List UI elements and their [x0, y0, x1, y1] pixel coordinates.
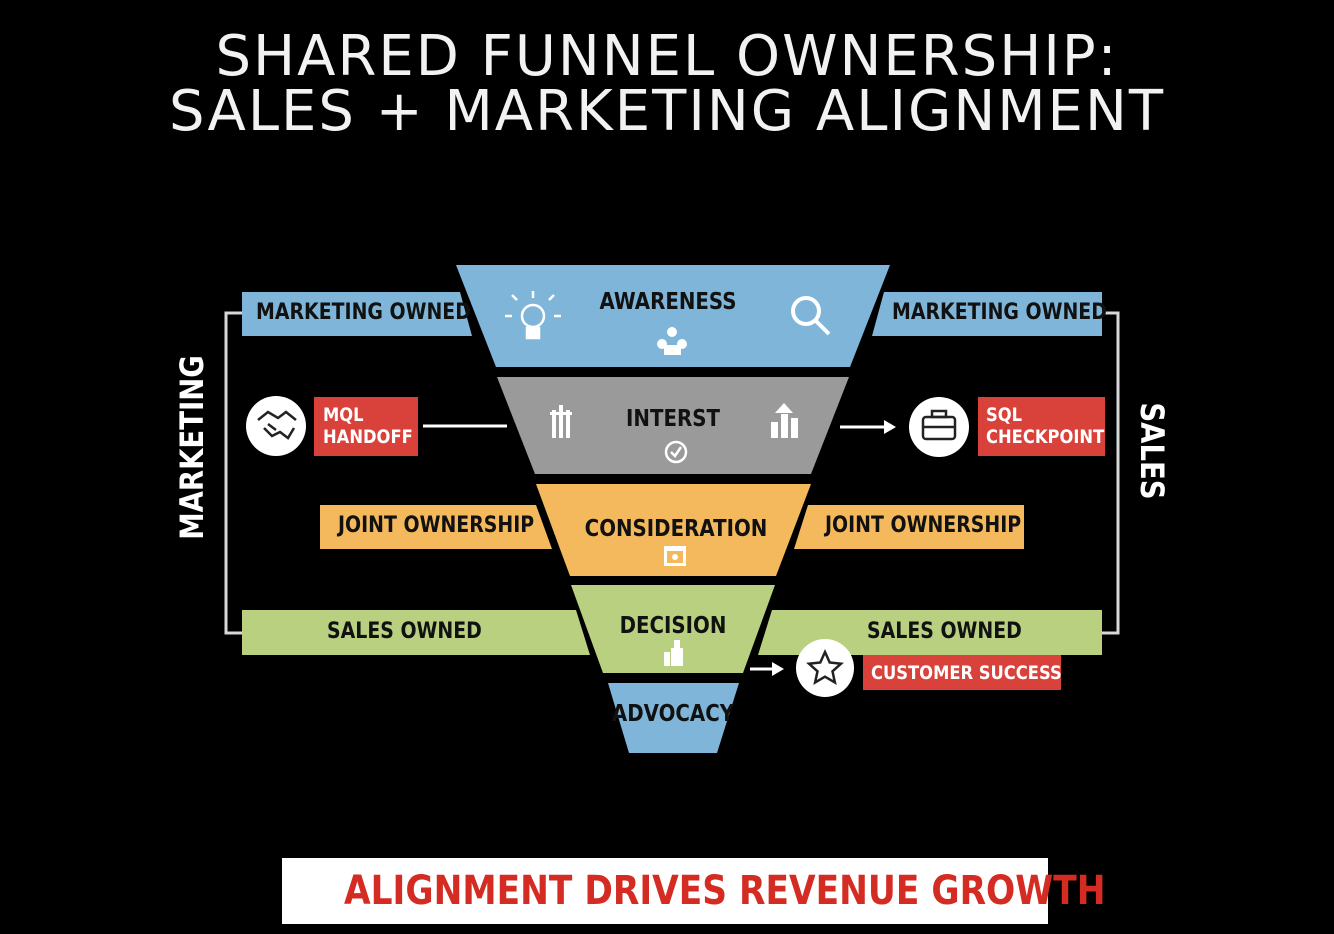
sales-owned-label-left: SALES OWNED: [327, 619, 482, 644]
star-icon: [806, 648, 844, 686]
lightbulb-icon: [505, 291, 561, 340]
handshake-icon-circle: [246, 396, 306, 456]
marketing-bracket: [224, 311, 242, 635]
stage-label-decision: DECISION: [619, 613, 727, 639]
mql-handoff-text: MQL HANDOFF: [323, 404, 413, 448]
marketing-owned-label-right: MARKETING OWNED: [892, 300, 1107, 325]
star-icon-circle: [796, 639, 854, 697]
marketing-owned-band-right: [872, 292, 1102, 336]
funnel-stage-awareness: [456, 265, 890, 367]
network-icon: [657, 327, 687, 355]
sales-side-label: SALES: [1133, 402, 1171, 500]
sql-checkpoint-line-2: CHECKPOINT: [986, 426, 1105, 448]
stage-label-interest: INTERST: [626, 406, 720, 432]
mql-handoff-line-2: HANDOFF: [323, 426, 413, 448]
marketing-owned-label-left: MARKETING OWNED: [256, 300, 471, 325]
stage-label-advocacy: ADVOCACY: [611, 701, 735, 727]
calendar-icon: [664, 546, 686, 566]
sql-checkpoint-text: SQL CHECKPOINT: [986, 404, 1104, 448]
search-icon: [791, 296, 831, 336]
joint-ownership-band-right: [794, 505, 1024, 549]
sales-bracket: [1102, 311, 1120, 635]
marketing-side-label: MARKETING: [173, 355, 211, 540]
funnel-stage-decision: [571, 585, 775, 673]
sales-owned-band-right: [758, 610, 1102, 655]
marketing-owned-band-left: [242, 292, 472, 336]
joint-ownership-label-left: JOINT OWNERSHIP: [338, 513, 535, 538]
briefcase-icon: [921, 409, 957, 441]
arrow-right-icon: [750, 662, 784, 676]
sql-checkpoint-line-1: SQL: [986, 404, 1023, 426]
stage-label-awareness: AWARENESS: [599, 289, 737, 315]
sql-checkpoint-tag: [978, 397, 1105, 456]
sales-owned-band-left: [242, 610, 590, 655]
customer-success-tag: [863, 655, 1061, 690]
building-icon: [550, 405, 572, 438]
funnel-stage-interest: [497, 377, 849, 474]
joint-ownership-band-left: [320, 505, 552, 549]
funnel-stage-consideration: [536, 484, 811, 576]
stage-label-consideration: CONSIDERATION: [584, 516, 768, 542]
page-title-line-1: SHARED FUNNEL OWNERSHIP:: [215, 24, 1119, 89]
arrow-right-icon: [840, 420, 896, 434]
check-circle-icon: [664, 440, 688, 464]
growth-chart-icon: [771, 403, 798, 438]
mql-handoff-line-1: MQL: [323, 404, 364, 426]
mql-handoff-tag: [314, 397, 418, 456]
thumbs-up-icon: [664, 640, 683, 666]
handshake-icon: [257, 410, 297, 440]
footer-banner: ALIGNMENT DRIVES REVENUE GROWTH: [282, 858, 1106, 924]
joint-ownership-label-right: JOINT OWNERSHIP: [825, 513, 1022, 538]
funnel-stage-advocacy: [608, 683, 739, 753]
customer-success-text: CUSTOMER SUCCESS: [871, 662, 1062, 684]
footer-text: ALIGNMENT DRIVES REVENUE GROWTH: [343, 868, 1106, 914]
page-title-line-2: SALES + MARKETING ALIGNMENT: [168, 79, 1166, 144]
sales-owned-label-right: SALES OWNED: [867, 619, 1022, 644]
